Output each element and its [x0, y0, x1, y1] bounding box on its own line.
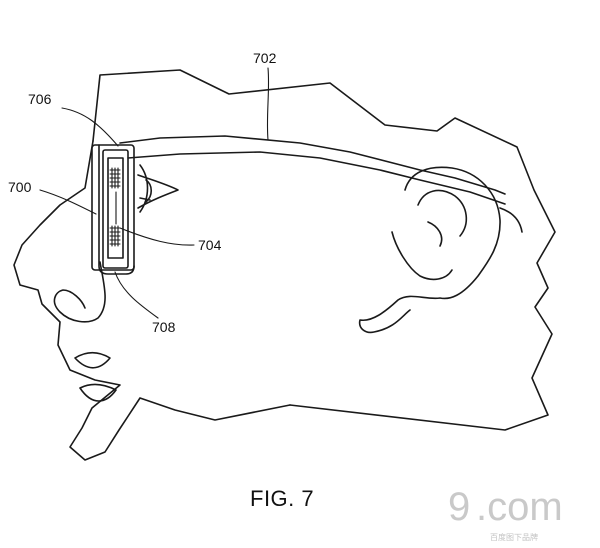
leader-704	[119, 227, 195, 246]
ear	[358, 166, 501, 334]
leader-706	[61, 107, 119, 147]
watermark-text: .com	[476, 485, 563, 529]
glasses-temple	[119, 135, 523, 233]
reference-numerals: 702 706 700 704 708	[8, 50, 277, 335]
eye	[137, 164, 179, 213]
watermark-logo: 9	[448, 485, 470, 529]
leader-708	[114, 271, 159, 319]
ref-702: 702	[253, 50, 277, 66]
leader-702	[266, 67, 270, 141]
watermark-tagline: 百度图下品牌	[490, 532, 538, 542]
display-lower-pattern	[109, 225, 121, 247]
ref-704: 704	[198, 237, 222, 253]
display-device	[91, 144, 135, 275]
ref-708: 708	[152, 319, 176, 335]
ref-706: 706	[28, 91, 52, 107]
leader-lines	[39, 67, 270, 319]
ref-700: 700	[8, 179, 32, 195]
figure-caption: FIG. 7	[250, 486, 314, 511]
head-outline	[13, 69, 556, 461]
leader-700	[39, 189, 97, 215]
watermark: 9 .com 百度图下品牌	[448, 485, 563, 542]
display-upper-pattern	[109, 167, 121, 189]
